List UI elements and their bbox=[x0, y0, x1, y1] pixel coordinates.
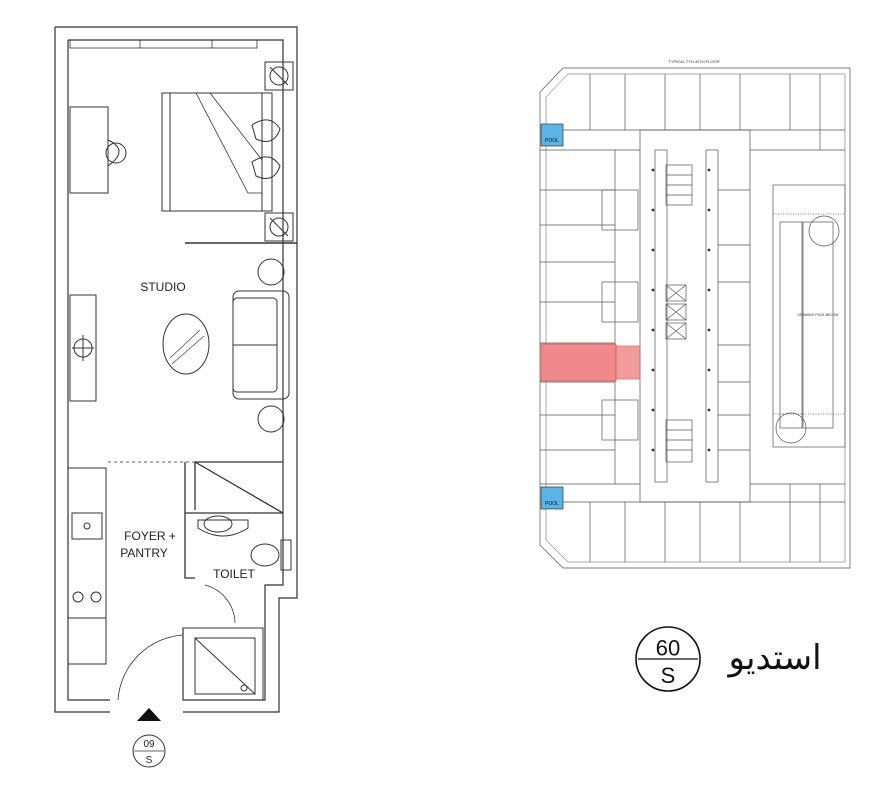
floor-title: TYPICAL 7TH-40TH FLOOR bbox=[668, 59, 719, 64]
unit-floor-plan: STUDIO FOYER + PANTRY TOILET 09 S bbox=[54, 26, 298, 768]
right-units bbox=[718, 189, 750, 451]
drawing-pool-label: DRAWING POOL BELOW bbox=[798, 313, 840, 317]
pool-top: POOL bbox=[540, 123, 564, 147]
pool-top-label: POOL bbox=[545, 138, 559, 144]
side-table-bottom bbox=[257, 405, 285, 433]
sofa bbox=[232, 290, 290, 400]
room-label-toilet: TOILET bbox=[213, 567, 255, 581]
top-units bbox=[546, 74, 845, 151]
side-table-top bbox=[257, 258, 285, 286]
kitchen-counter bbox=[67, 467, 107, 665]
corridor bbox=[639, 129, 751, 503]
shower bbox=[182, 627, 264, 701]
legend-badge-circle bbox=[635, 626, 701, 692]
room-label-pantry: PANTRY bbox=[120, 546, 168, 560]
wardrobe bbox=[69, 294, 97, 402]
room-label-foyer: FOYER + bbox=[124, 529, 176, 543]
entry-door bbox=[117, 584, 236, 701]
courtyard: DRAWING POOL BELOW bbox=[772, 184, 846, 448]
bathroom-walls bbox=[184, 461, 284, 579]
legend-badge-top: 09 bbox=[656, 635, 680, 660]
entry-arrow-icon bbox=[137, 708, 161, 721]
pool-bottom: POOL bbox=[540, 486, 564, 510]
nightstand-bottom bbox=[264, 212, 294, 242]
legend-badge-bottom: S bbox=[661, 663, 676, 688]
pool-bottom-label: POOL bbox=[545, 501, 559, 507]
washbasin bbox=[197, 515, 249, 537]
core bbox=[665, 164, 693, 463]
outer-walls bbox=[54, 26, 298, 713]
left-units bbox=[540, 149, 640, 485]
unit-type-label: استديو bbox=[726, 638, 821, 678]
plan-badge-bottom: S bbox=[146, 755, 153, 766]
plan-badge-top: 09 bbox=[143, 739, 155, 750]
bottom-units bbox=[546, 483, 845, 562]
key-plan: TYPICAL 7TH-40TH FLOOR bbox=[539, 59, 851, 569]
door-markers bbox=[651, 168, 711, 452]
bed bbox=[161, 92, 281, 212]
nightstand-top bbox=[264, 61, 294, 91]
room-label-studio: STUDIO bbox=[140, 280, 185, 294]
plan-unit-badge: 09 S bbox=[132, 734, 166, 768]
highlighted-unit-bath bbox=[615, 345, 641, 380]
highlighted-unit bbox=[540, 343, 617, 382]
desk bbox=[69, 106, 127, 194]
unit-legend: 09 S استديو bbox=[635, 626, 822, 692]
building-outline bbox=[539, 67, 851, 569]
coffee-table bbox=[162, 313, 210, 375]
wc bbox=[250, 539, 292, 571]
